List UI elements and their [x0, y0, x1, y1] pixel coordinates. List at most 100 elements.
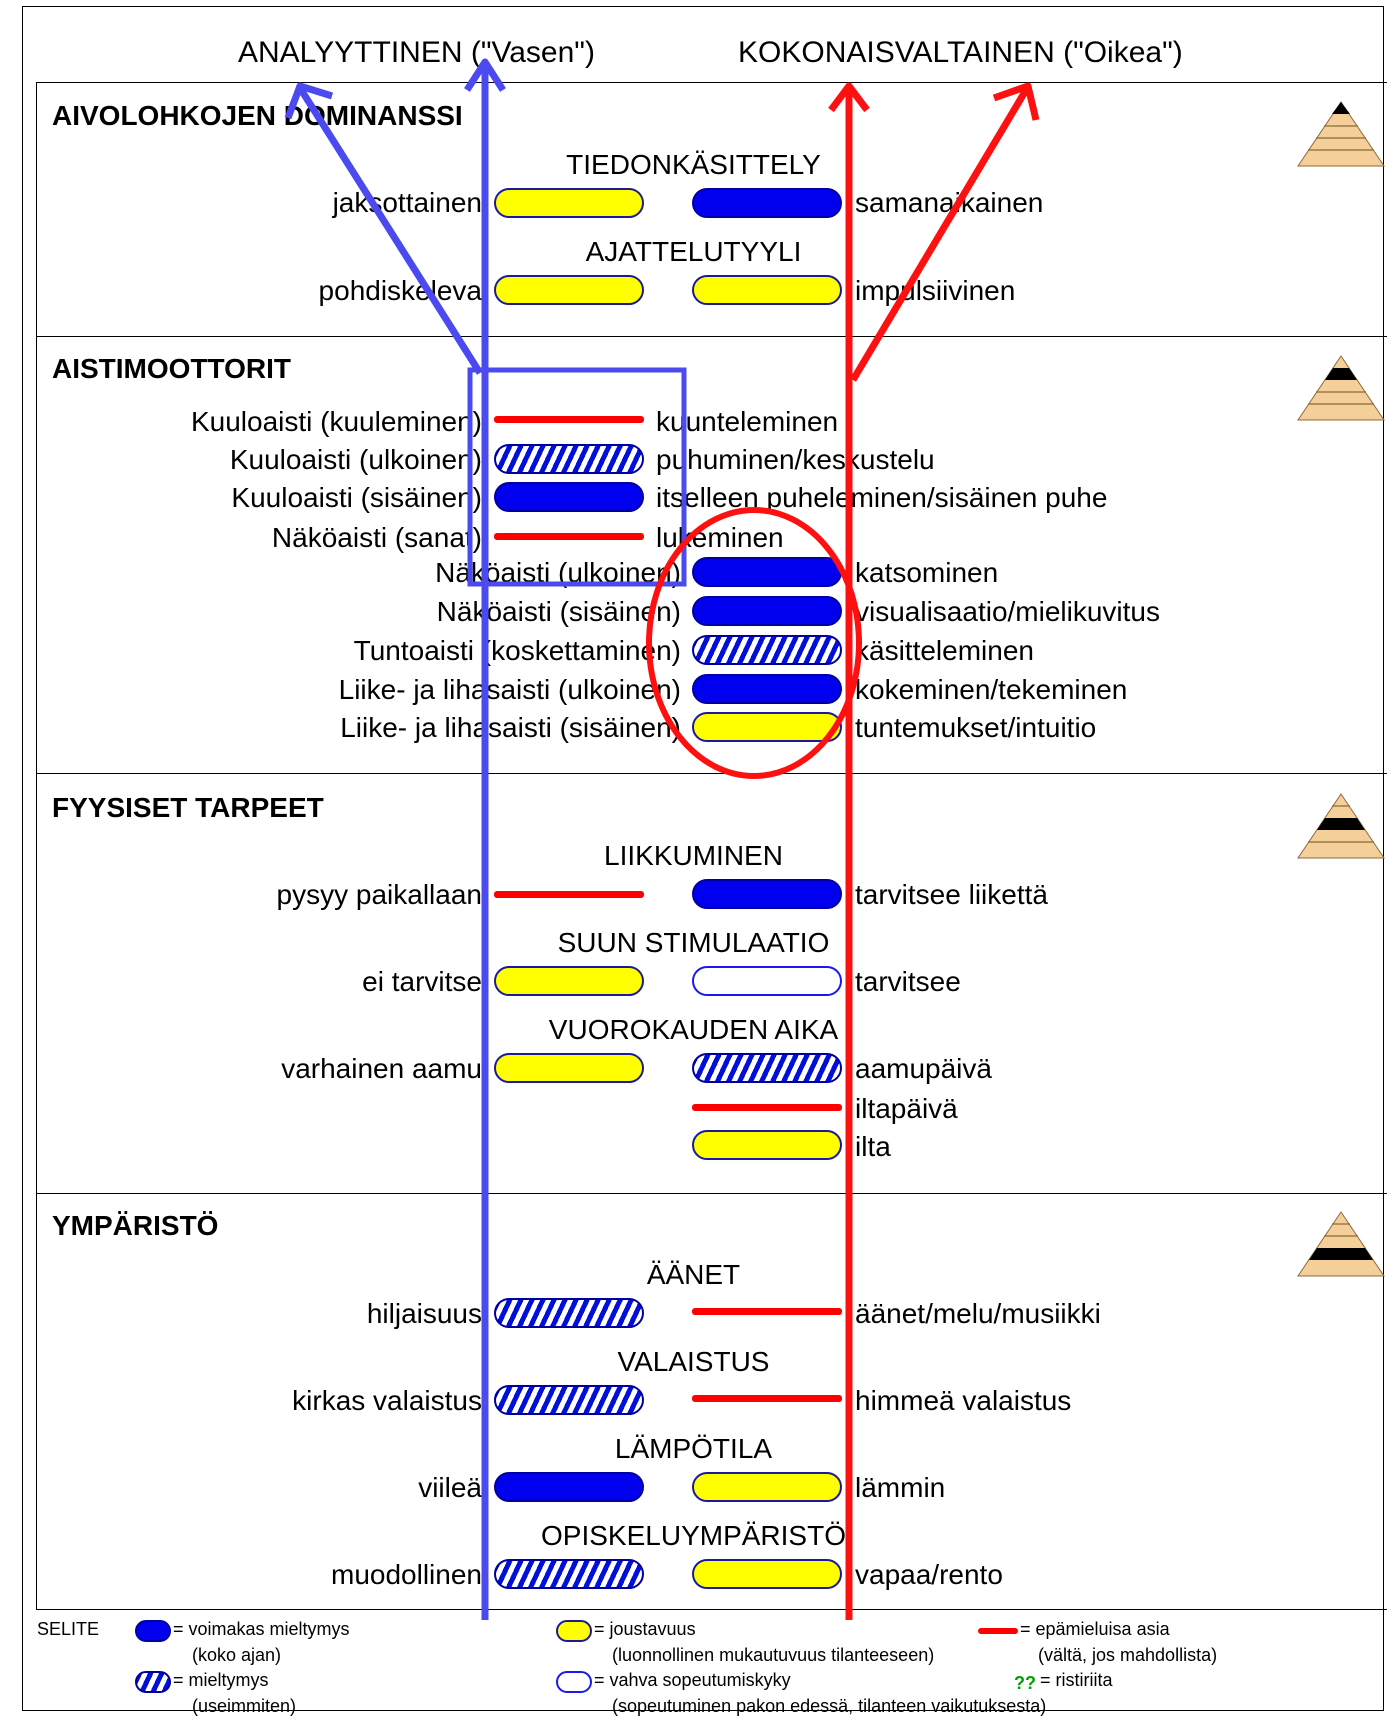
- legend-preference-desc: (useimmiten): [192, 1696, 297, 1716]
- row-left-label: jaksottainen: [332, 187, 482, 218]
- row-left-label: muodollinen: [331, 1559, 482, 1590]
- flexibility-marker: [494, 966, 644, 996]
- pyramid-icon: [1297, 793, 1385, 859]
- strong-preference-marker: [692, 879, 842, 909]
- row-right-label: lämmin: [855, 1472, 946, 1503]
- row-right-label: vapaa/rento: [855, 1559, 1003, 1590]
- legend-conflict-label: = ristiriita: [1040, 1670, 1113, 1690]
- row-right-label: tuntemukset/intuitio: [855, 712, 1097, 743]
- left-diagonal-arrow: [297, 86, 483, 375]
- row-left-label: Näköaisti (sanat): [271, 522, 482, 553]
- highlight-circle: [646, 507, 862, 779]
- section-divider: [36, 82, 1387, 83]
- row-left-label: Kuuloaisti (kuuleminen): [190, 406, 482, 437]
- avoid-marker: [692, 1308, 842, 1315]
- flexibility-marker: [494, 1053, 644, 1083]
- left-hemisphere-title: ANALYYTTINEN ("Vasen"): [238, 36, 595, 69]
- row-right-label: tarvitsee liikettä: [855, 879, 1048, 910]
- strong-preference-marker: [692, 188, 842, 218]
- pyramid-icon: [1297, 355, 1385, 421]
- row-right-label: puhuminen/keskustelu: [656, 444, 935, 475]
- pyramid-icon: [1297, 1211, 1385, 1277]
- flexibility-marker: [692, 1472, 842, 1502]
- strong-preference-marker: [494, 482, 644, 512]
- row-right-label: käsitteleminen: [855, 635, 1034, 666]
- pyramid-icon: [1297, 101, 1385, 167]
- row-left-label: Kuuloaisti (ulkoinen): [229, 444, 482, 475]
- strong-preference-marker: [692, 557, 842, 587]
- row-left-label: kirkas valaistus: [292, 1385, 482, 1416]
- row-right-label: iltapäivä: [855, 1093, 958, 1124]
- row-right-label: itselleen puheleminen/sisäinen puhe: [656, 482, 1108, 513]
- legend-adaptability-swatch: [556, 1671, 592, 1693]
- flexibility-marker: [692, 1559, 842, 1589]
- preference-marker: [494, 444, 644, 474]
- avoid-marker: [692, 1104, 842, 1111]
- frame-left-edge: [36, 82, 37, 1609]
- legend-preference-swatch: [135, 1671, 171, 1693]
- section-title-physical: FYYSISET TARPEET: [52, 792, 324, 823]
- row-right-label: visualisaatio/mielikuvitus: [855, 596, 1161, 627]
- right-axis-arrowhead: [828, 82, 870, 113]
- flexibility-marker: [692, 1130, 842, 1160]
- row-left-label: pysyy paikallaan: [276, 879, 482, 910]
- section-title-dominance: AIVOLOHKOJEN DOMINANSSI: [52, 100, 463, 131]
- row-right-label: aamupäivä: [855, 1053, 992, 1084]
- section-divider: [36, 1193, 1387, 1194]
- row-right-label: samanaikainen: [855, 187, 1044, 218]
- category-heading: VUOROKAUDEN AIKA: [548, 1014, 839, 1045]
- row-right-label: impulsiivinen: [855, 275, 1016, 306]
- legend-avoid-desc: (vältä, jos mahdollista): [1038, 1645, 1218, 1665]
- category-heading: LÄMPÖTILA: [614, 1433, 773, 1464]
- row-left-label: Näköaisti (sisäinen): [436, 596, 681, 627]
- category-heading: LIIKKUMINEN: [604, 840, 783, 871]
- section-divider: [36, 773, 1387, 774]
- legend-preference-label: = mieltymys: [173, 1670, 269, 1690]
- flexibility-marker: [692, 275, 842, 305]
- legend-title: SELITE: [37, 1619, 100, 1639]
- preference-marker: [494, 1298, 644, 1328]
- legend-strong-swatch: [135, 1620, 171, 1642]
- row-right-label: tarvitsee: [855, 966, 961, 997]
- preference-marker: [494, 1385, 644, 1415]
- row-right-label: äänet/melu/musiikki: [855, 1298, 1101, 1329]
- avoid-marker: [494, 533, 644, 540]
- avoid-marker: [494, 891, 644, 898]
- row-left-label: Kuuloaisti (sisäinen): [231, 482, 482, 513]
- category-heading: AJATTELUTYYLI: [585, 236, 802, 267]
- left-diagonal-arrowhead: [284, 82, 334, 120]
- legend-conflict-symbol: ??: [1014, 1673, 1036, 1693]
- row-left-label: ei tarvitse: [362, 966, 482, 997]
- strong-preference-marker: [692, 596, 842, 626]
- right-diagonal-arrow: [849, 88, 1030, 382]
- legend-flexibility-desc: (luonnollinen mukautuvuus tilanteeseen): [612, 1645, 935, 1665]
- row-right-label: kokeminen/tekeminen: [855, 674, 1128, 705]
- legend-strong-desc: (koko ajan): [192, 1645, 282, 1665]
- category-heading: ÄÄNET: [646, 1259, 741, 1290]
- category-heading: TIEDONKÄSITTELY: [566, 149, 821, 180]
- row-left-label: varhainen aamu: [281, 1053, 482, 1084]
- category-heading: SUUN STIMULAATIO: [557, 927, 830, 958]
- legend-avoid-label: = epämieluisa asia: [1020, 1619, 1170, 1639]
- category-heading: VALAISTUS: [617, 1346, 770, 1377]
- section-divider: [36, 1609, 1387, 1610]
- row-left-label: Liike- ja lihasaisti (ulkoinen): [338, 674, 681, 705]
- row-left-label: hiljaisuus: [366, 1298, 482, 1329]
- legend-strong-label: = voimakas mieltymys: [173, 1619, 350, 1639]
- preference-marker: [494, 1559, 644, 1589]
- right-hemisphere-title: KOKONAISVALTAINEN ("Oikea"): [738, 36, 1183, 69]
- category-heading: OPISKELUYMPÄRISTÖ: [541, 1520, 846, 1551]
- row-left-label: pohdiskeleva: [318, 275, 482, 306]
- right-diagonal-arrowhead: [992, 82, 1040, 121]
- flexibility-marker: [494, 188, 644, 218]
- strong-preference-marker: [692, 674, 842, 704]
- row-right-label: lukeminen: [656, 522, 784, 553]
- row-left-label: Liike- ja lihasaisti (sisäinen): [340, 712, 681, 743]
- adaptability-marker: [692, 966, 842, 996]
- section-title-senses: AISTIMOOTTORIT: [52, 353, 292, 384]
- row-left-label: viileä: [418, 1472, 482, 1503]
- section-title-environment: YMPÄRISTÖ: [52, 1210, 219, 1241]
- legend-flexibility-label: = joustavuus: [594, 1619, 696, 1639]
